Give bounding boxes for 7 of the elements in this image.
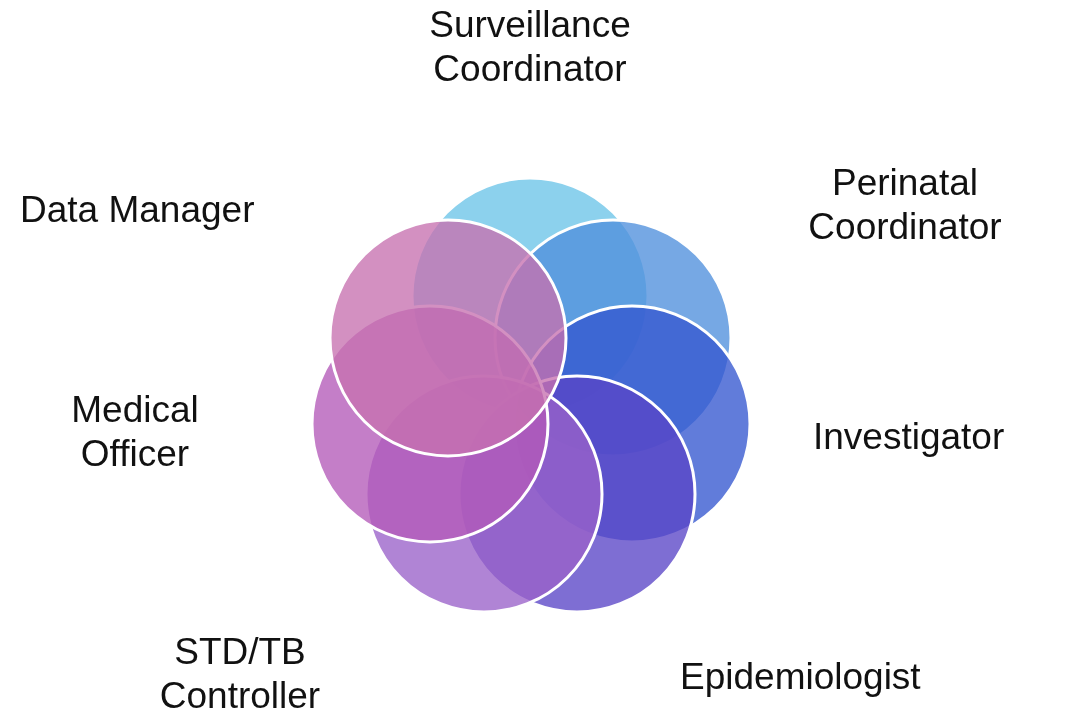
role-label: Perinatal Coordinator [807,161,1003,249]
role-label: Surveillance Coordinator [428,3,632,91]
role-label: Medical Officer [70,388,200,476]
role-label: Epidemiologist [680,655,922,699]
role-label: Data Manager [20,188,256,232]
role-label: Investigator [813,415,1006,459]
role-label: STD/TB Controller [158,630,322,718]
